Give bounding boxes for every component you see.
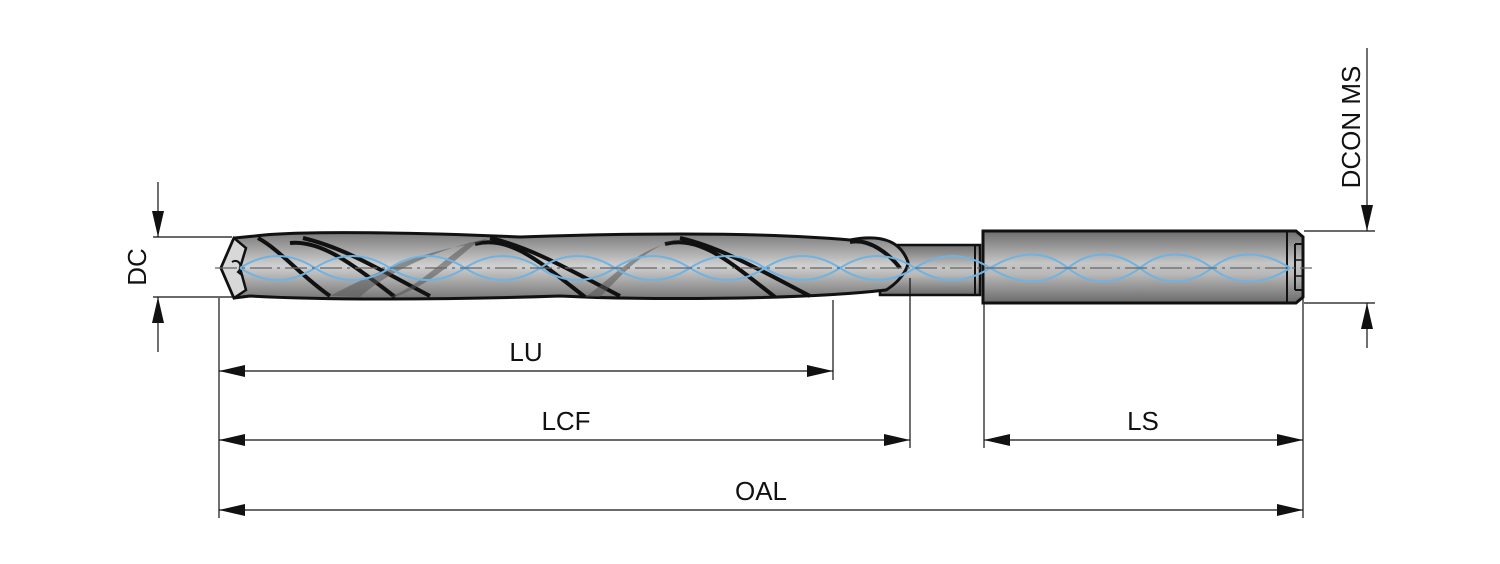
lcf-label: LCF	[541, 406, 590, 436]
oal-label: OAL	[735, 476, 787, 506]
dcon-ms-label: DCON MS	[1336, 66, 1366, 189]
coolant-helix	[239, 253, 1291, 283]
dimension-lines	[153, 48, 1375, 518]
ls-label: LS	[1127, 406, 1159, 436]
flute-shading	[330, 238, 680, 297]
dc-label: DC	[122, 248, 152, 286]
dimension-arrows	[152, 205, 1373, 516]
drill-body	[219, 229, 1305, 305]
lu-label: LU	[509, 337, 542, 367]
drill-shank	[981, 229, 1305, 305]
